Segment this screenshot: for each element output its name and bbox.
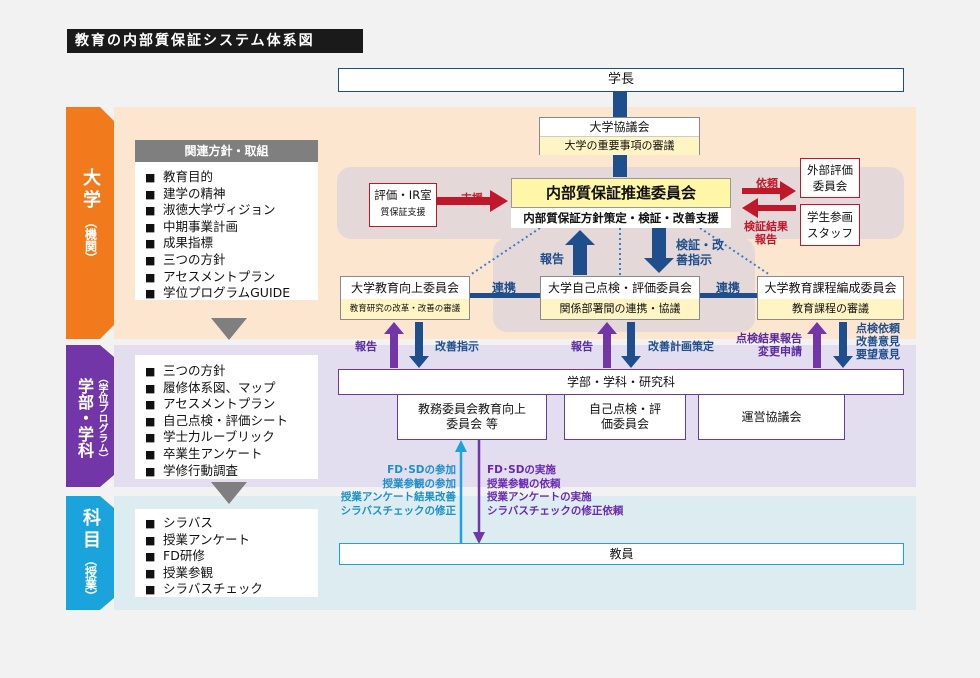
edu-improve-committee: 大学教育向上委員会 教育研究の改革・改善の審議 (340, 276, 470, 320)
band-labels (66, 107, 114, 610)
president-box: 学長 (338, 68, 904, 92)
edu-report-label: 報告 (355, 340, 377, 353)
request-label: 依頼 (756, 177, 778, 190)
ir-name: 評価・IR室 (374, 188, 432, 202)
list-item: 三つの方針 (145, 363, 318, 380)
fac-policy-panel: 三つの方針 履修体系図、マップ アセスメントプラン 自己点検・評価シート 学士力… (135, 355, 318, 479)
self-eval-fac-box: 自己点検・評価委員会 (564, 394, 686, 440)
self-eval-name: 大学自己点検・評価委員会 (547, 281, 692, 295)
univ-policy-list: 教育目的 建学の精神 淑徳大学ヴィジョン 中期事業計画 成果指標 三つの方針 ア… (135, 162, 318, 302)
self-eval-committee: 大学自己点検・評価委員会 関係部署間の連携・協議 (540, 276, 700, 320)
promo-name: 内部質保証推進委員会 (511, 178, 731, 208)
list-item: 成果指標 (145, 235, 318, 252)
verify-instruct-label: 検証・改善指示 (676, 238, 725, 267)
self-report-label: 報告 (571, 340, 593, 353)
course-down-item: 授業アンケートの実施 (487, 491, 592, 503)
affairs-committee-label: 教務委員会教育向上委員会 等 (417, 402, 526, 431)
edu-improve-name: 大学教育向上委員会 (350, 281, 459, 295)
cur-down-label: 点検依頼改善意見要望意見 (856, 322, 900, 361)
edu-instruct-label: 改善指示 (435, 340, 479, 353)
edu-improve-desc: 教育研究の改革・改善の審議 (341, 299, 469, 319)
list-item: 建学の精神 (145, 186, 318, 203)
link-right-label: 連携 (716, 281, 741, 295)
course-up-item: 授業参観の参加 (382, 477, 457, 490)
univ-policy-panel: 関連方針・取組 教育目的 建学の精神 淑徳大学ヴィジョン 中期事業計画 成果指標… (135, 140, 318, 300)
ops-council-label: 運営協議会 (741, 410, 802, 424)
student-staff-label: 学生参画スタッフ (807, 210, 853, 240)
faculty-main-box: 学部・学科・研究科 (338, 369, 904, 395)
external-eval-box: 外部評価委員会 (800, 158, 860, 198)
course-down-item: 授業参観の依頼 (487, 477, 561, 490)
list-item: 履修体系図、マップ (145, 380, 318, 397)
fac-policy-list: 三つの方針 履修体系図、マップ アセスメントプラン 自己点検・評価シート 学士力… (135, 355, 318, 479)
list-item: 卒業生アンケート (145, 446, 318, 463)
list-item: アセスメントプラン (145, 396, 318, 413)
list-item: シラバス (145, 515, 318, 532)
course-up-labels: FD･SDの参加 授業参観の参加 授業アンケート結果改善 シラバスチェックの修正 (330, 464, 456, 518)
course-up-item: シラバスチェックの修正 (340, 504, 456, 517)
teacher-label: 教員 (609, 547, 634, 561)
page-title: 教育の内部質保証システム体系図 (67, 29, 363, 53)
external-eval-label: 外部評価委員会 (807, 163, 853, 193)
list-item: 学位プログラムGUIDE (145, 285, 318, 302)
down-triangle-icon (211, 482, 247, 504)
curriculum-committee: 大学教育課程編成委員会 教育課程の審議 (757, 276, 904, 320)
council-box: 大学協議会 大学の重要事項の審議 (539, 117, 700, 155)
course-chevron (66, 496, 114, 610)
univ-policy-header: 関連方針・取組 (135, 140, 318, 162)
list-item: 自己点検・評価シート (145, 413, 318, 430)
curriculum-desc: 教育課程の審議 (758, 299, 903, 319)
council-name: 大学協議会 (589, 120, 650, 134)
fac-chevron (66, 345, 114, 487)
list-item: 授業参観 (145, 565, 318, 582)
down-triangle-icon (211, 318, 247, 340)
student-staff-box: 学生参画スタッフ (800, 204, 860, 246)
list-item: 淑徳大学ヴィジョン (145, 202, 318, 219)
promo-box: 内部質保証推進委員会 内部質保証方針策定・検証・改善支援 (511, 178, 731, 228)
course-label: 科目 （授業） (80, 508, 101, 602)
support-label: 支援 (461, 192, 483, 205)
promo-desc: 内部質保証方針策定・検証・改善支援 (511, 208, 731, 228)
president-label: 学長 (607, 72, 634, 87)
report-label: 報告 (540, 252, 565, 266)
list-item: 三つの方針 (145, 252, 318, 269)
faculty-main-label: 学部・学科・研究科 (566, 375, 675, 389)
list-item: 教育目的 (145, 169, 318, 186)
course-policy-list: シラバス 授業アンケート FD研修 授業参観 シラバスチェック (135, 509, 318, 598)
course-up-item: 授業アンケート結果改善 (340, 491, 456, 503)
ir-box: 評価・IR室 質保証支援 (369, 183, 437, 227)
self-eval-fac-label: 自己点検・評価委員会 (588, 402, 661, 431)
list-item: FD研修 (145, 548, 318, 565)
ir-desc: 質保証支援 (380, 208, 426, 218)
self-plan-label: 改善計画策定 (648, 340, 714, 353)
list-item: 中期事業計画 (145, 219, 318, 236)
ops-council-box: 運営協議会 (698, 394, 845, 440)
list-item: アセスメントプラン (145, 269, 318, 286)
curriculum-name: 大学教育課程編成委員会 (764, 281, 897, 295)
univ-chevron (66, 107, 114, 339)
course-policy-panel: シラバス 授業アンケート FD研修 授業参観 シラバスチェック (135, 509, 318, 597)
list-item: 授業アンケート (145, 532, 318, 549)
affairs-committee-box: 教務委員会教育向上委員会 等 (397, 394, 547, 440)
verify-report-label: 検証結果報告 (744, 220, 788, 246)
self-eval-desc: 関係部署間の連携・協議 (541, 299, 699, 319)
list-item: シラバスチェック (145, 581, 318, 598)
list-item: 学修行動調査 (145, 463, 318, 480)
course-up-item: FD･SDの参加 (387, 464, 456, 476)
course-down-item: FD･SDの実施 (487, 464, 556, 476)
cur-up-label: 点検結果報告変更申請 (736, 332, 802, 358)
council-desc: 大学の重要事項の審議 (540, 136, 699, 155)
fac-label: 学部・学科 （学位プログラム） (75, 373, 107, 463)
link-left-label: 連携 (492, 281, 517, 295)
univ-label: 大学 （機関） (80, 168, 101, 264)
course-down-labels: FD･SDの実施 授業参観の依頼 授業アンケートの実施 シラバスチェックの修正依… (487, 464, 637, 518)
course-down-item: シラバスチェックの修正依頼 (487, 504, 624, 517)
list-item: 学士力ルーブリック (145, 429, 318, 446)
teacher-box: 教員 (339, 543, 904, 565)
